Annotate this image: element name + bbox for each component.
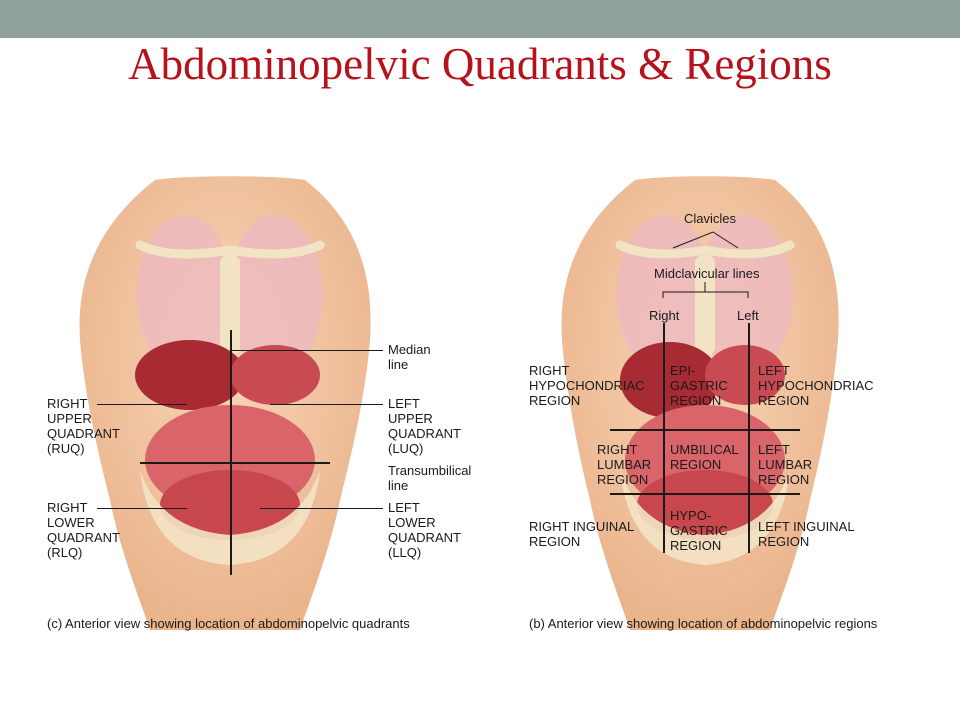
quadrants-caption: (c) Anterior view showing location of ab… bbox=[47, 616, 410, 631]
transumbilical-line-label: Transumbilical line bbox=[388, 463, 472, 493]
right-inguinal-label: RIGHT INGUINAL REGION bbox=[529, 519, 635, 549]
right-midclavicular-line bbox=[748, 323, 750, 553]
epigastric-label: EPI- GASTRIC REGION bbox=[670, 363, 728, 408]
median-line bbox=[230, 330, 232, 575]
subcostal-line bbox=[610, 429, 800, 431]
left-lumbar-label: LEFT LUMBAR REGION bbox=[758, 442, 813, 487]
median-line-label: Median line bbox=[388, 342, 431, 372]
intertubercular-line bbox=[610, 493, 800, 495]
regions-caption: (b) Anterior view showing location of ab… bbox=[529, 616, 878, 631]
slide-title: Abdominopelvic Quadrants & Regions bbox=[128, 39, 832, 89]
left-hypochondriac-label: LEFT HYPOCHONDRIAC REGION bbox=[758, 363, 874, 408]
hypogastric-label: HYPO- GASTRIC REGION bbox=[670, 508, 728, 553]
sternum bbox=[695, 255, 715, 355]
top-accent-bar bbox=[0, 0, 960, 38]
stomach bbox=[705, 345, 785, 405]
right-lumbar-label: RIGHT LUMBAR REGION bbox=[597, 442, 652, 487]
umbilical-label: UMBILICAL REGION bbox=[670, 442, 739, 472]
sternum bbox=[220, 255, 240, 355]
transumbilical-line bbox=[140, 462, 330, 464]
pelvis bbox=[140, 470, 320, 565]
left-inguinal-label: LEFT INGUINAL REGION bbox=[758, 519, 855, 549]
large-intestine-lower bbox=[637, 470, 773, 540]
pelvis bbox=[620, 470, 790, 565]
clavicles-label: Clavicles bbox=[684, 211, 737, 226]
left-midclavicular-line bbox=[663, 323, 665, 553]
liver bbox=[135, 340, 245, 410]
right-hypochondriac-label: RIGHT HYPOCHONDRIAC REGION bbox=[529, 363, 645, 408]
liver bbox=[620, 342, 720, 418]
clavicles bbox=[615, 240, 795, 259]
right-label: Right bbox=[649, 308, 680, 323]
left-label: Left bbox=[737, 308, 759, 323]
midclavicular-lines-label: Midclavicular lines bbox=[654, 266, 760, 281]
clavicles bbox=[135, 240, 325, 259]
regions-figure: Clavicles Midclavicular lines Right Left… bbox=[495, 170, 955, 640]
torso-illustration-regions bbox=[561, 176, 839, 630]
stomach bbox=[230, 345, 320, 405]
